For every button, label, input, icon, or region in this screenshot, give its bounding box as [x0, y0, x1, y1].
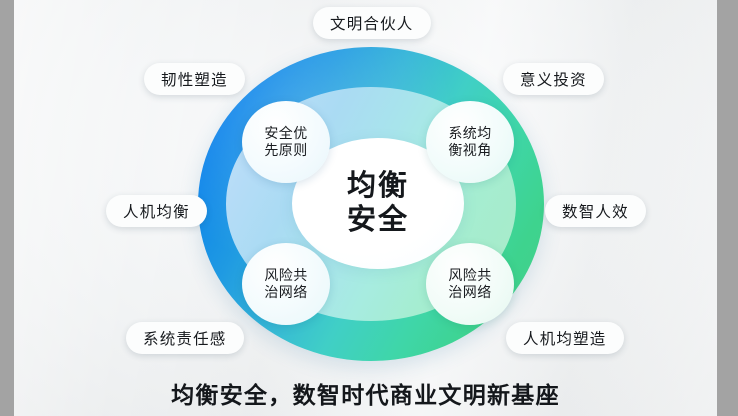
- inner-bubble-bottom-left-line1: 风险共: [264, 266, 308, 283]
- inner-bubble-top-right-line1: 系统均: [448, 124, 492, 141]
- inner-bubble-top-left-line1: 安全优: [264, 124, 308, 141]
- outer-tag-top[interactable]: 文明合伙人: [313, 7, 431, 39]
- outer-tag-lower-left[interactable]: 系统责任感: [126, 322, 244, 354]
- outer-tag-right[interactable]: 数智人效: [545, 195, 646, 227]
- inner-bubble-bottom-right-line2: 治网络: [448, 284, 492, 300]
- letterbox-bar-left: [0, 0, 14, 416]
- outer-tag-upper-right[interactable]: 意义投资: [503, 63, 604, 95]
- core-label-line2: 安全: [346, 204, 409, 236]
- inner-bubble-top-right[interactable]: 系统均 衡视角: [426, 101, 514, 183]
- outer-tag-upper-left[interactable]: 韧性塑造: [144, 63, 245, 95]
- inner-bubble-bottom-right-line1: 风险共: [448, 266, 492, 283]
- inner-bubble-bottom-left[interactable]: 风险共 治网络: [242, 243, 330, 325]
- inner-bubble-top-left[interactable]: 安全优 先原则: [242, 101, 330, 183]
- inner-bubble-bottom-left-line2: 治网络: [264, 284, 308, 300]
- outer-tag-left[interactable]: 人机均衡: [106, 195, 207, 227]
- core-label-line1: 均衡: [346, 170, 409, 203]
- core-label: 均衡 安全: [292, 138, 464, 269]
- letterbox-bar-right: [717, 0, 738, 416]
- inner-bubble-top-right-line2: 衡视角: [448, 142, 492, 158]
- inner-bubble-top-left-line2: 先原则: [264, 142, 308, 158]
- inner-bubble-bottom-right[interactable]: 风险共 治网络: [426, 243, 514, 325]
- slide-caption: 均衡安全，数智时代商业文明新基座: [171, 382, 560, 408]
- slide-canvas: 均衡 安全 安全优 先原则 系统均 衡视角 风险共 治网络 风险共 治网络 文明…: [14, 0, 717, 416]
- outer-tag-lower-right[interactable]: 人机均塑造: [506, 322, 624, 354]
